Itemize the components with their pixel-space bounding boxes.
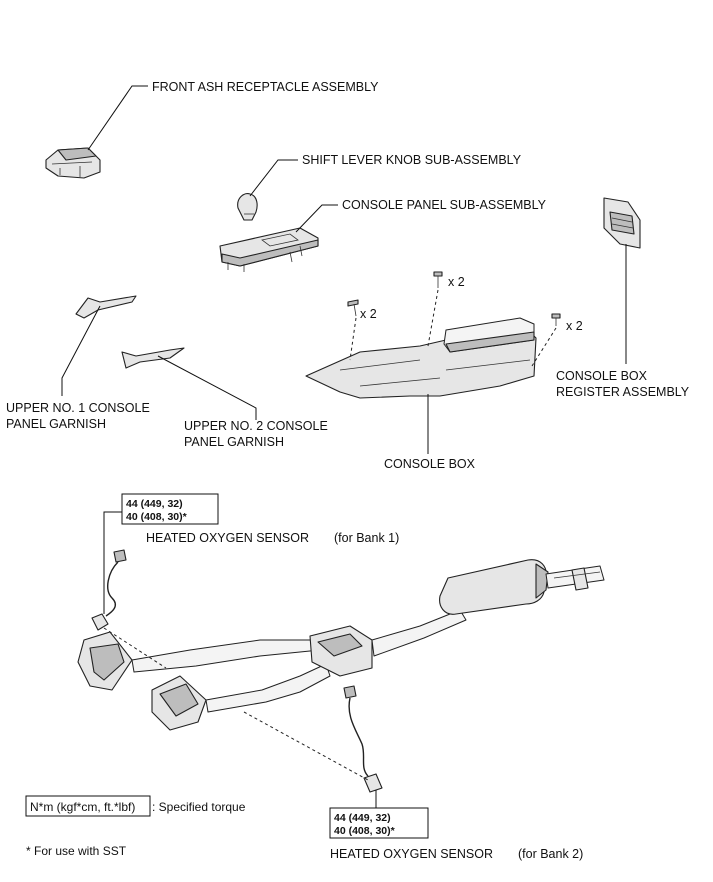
upper-no1-garnish-part <box>75 295 137 319</box>
console-panel-part <box>219 227 319 272</box>
torque-bank2-line1: 44 (449, 32) <box>334 812 391 824</box>
torque-bank1-leader <box>103 511 122 614</box>
screw-c-dashline <box>531 327 557 367</box>
screw-icon <box>347 299 359 317</box>
sensor-bank1-label: HEATED OXYGEN SENSOR <box>146 531 309 545</box>
upper-no2-label-line1: UPPER NO. 2 CONSOLE <box>184 419 328 433</box>
register-label-line2: REGISTER ASSEMBLY <box>556 385 690 399</box>
shift-knob-part <box>237 193 258 221</box>
upper-no2-garnish-part <box>121 347 185 369</box>
console-box-part <box>305 317 537 399</box>
shift-knob-leader <box>249 159 298 197</box>
screw-icon <box>433 271 443 288</box>
sensor-bank1-dashline <box>103 627 167 669</box>
exhaust-pipe-assembly <box>77 559 605 731</box>
upper-no2-label-line2: PANEL GARNISH <box>184 435 284 449</box>
oxygen-sensor-bank1-part <box>91 549 127 631</box>
console-panel-label: CONSOLE PANEL SUB-ASSEMBLY <box>342 198 547 212</box>
upper-no1-label-line2: PANEL GARNISH <box>6 417 106 431</box>
oxygen-sensor-bank2-part <box>343 685 383 793</box>
torque-bank1-box <box>121 493 219 525</box>
torque-bank2-line2: 40 (408, 30)* <box>334 825 396 837</box>
front-ash-leader <box>87 85 148 151</box>
console-panel-leader <box>295 204 338 233</box>
front-ash-label: FRONT ASH RECEPTACLE ASSEMBLY <box>152 80 379 94</box>
front-ash-receptacle-part <box>45 147 101 179</box>
legend-unit-desc: : Specified torque <box>152 800 246 814</box>
screw-a-dashline <box>427 289 439 347</box>
upper-no1-label-line1: UPPER NO. 1 CONSOLE <box>6 401 150 415</box>
torque-bank2-box <box>329 807 429 839</box>
screw-qty-c: x 2 <box>566 319 583 333</box>
legend-sst-note: * For use with SST <box>26 844 127 858</box>
torque-bank1-line2: 40 (408, 30)* <box>126 511 188 523</box>
sensor-bank2-label: HEATED OXYGEN SENSOR <box>330 847 493 861</box>
screw-icon <box>551 313 561 326</box>
screw-b-dashline <box>349 317 357 361</box>
legend-unit-box <box>25 795 151 817</box>
screw-qty-b: x 2 <box>360 307 377 321</box>
shift-knob-label: SHIFT LEVER KNOB SUB-ASSEMBLY <box>302 153 522 167</box>
register-label-line1: CONSOLE BOX <box>556 369 648 383</box>
torque-bank1-line1: 44 (449, 32) <box>126 498 183 510</box>
legend-unit-text: N*m (kgf*cm, ft.*lbf) <box>30 800 135 814</box>
sensor-bank1-note: (for Bank 1) <box>334 531 399 545</box>
sensor-bank2-dashline <box>243 711 369 781</box>
console-box-label: CONSOLE BOX <box>384 457 476 471</box>
screw-qty-a: x 2 <box>448 275 465 289</box>
upper-no1-leader <box>61 305 101 396</box>
console-register-part <box>603 197 641 249</box>
upper-no2-leader <box>157 355 257 420</box>
sensor-bank2-note: (for Bank 2) <box>518 847 583 861</box>
